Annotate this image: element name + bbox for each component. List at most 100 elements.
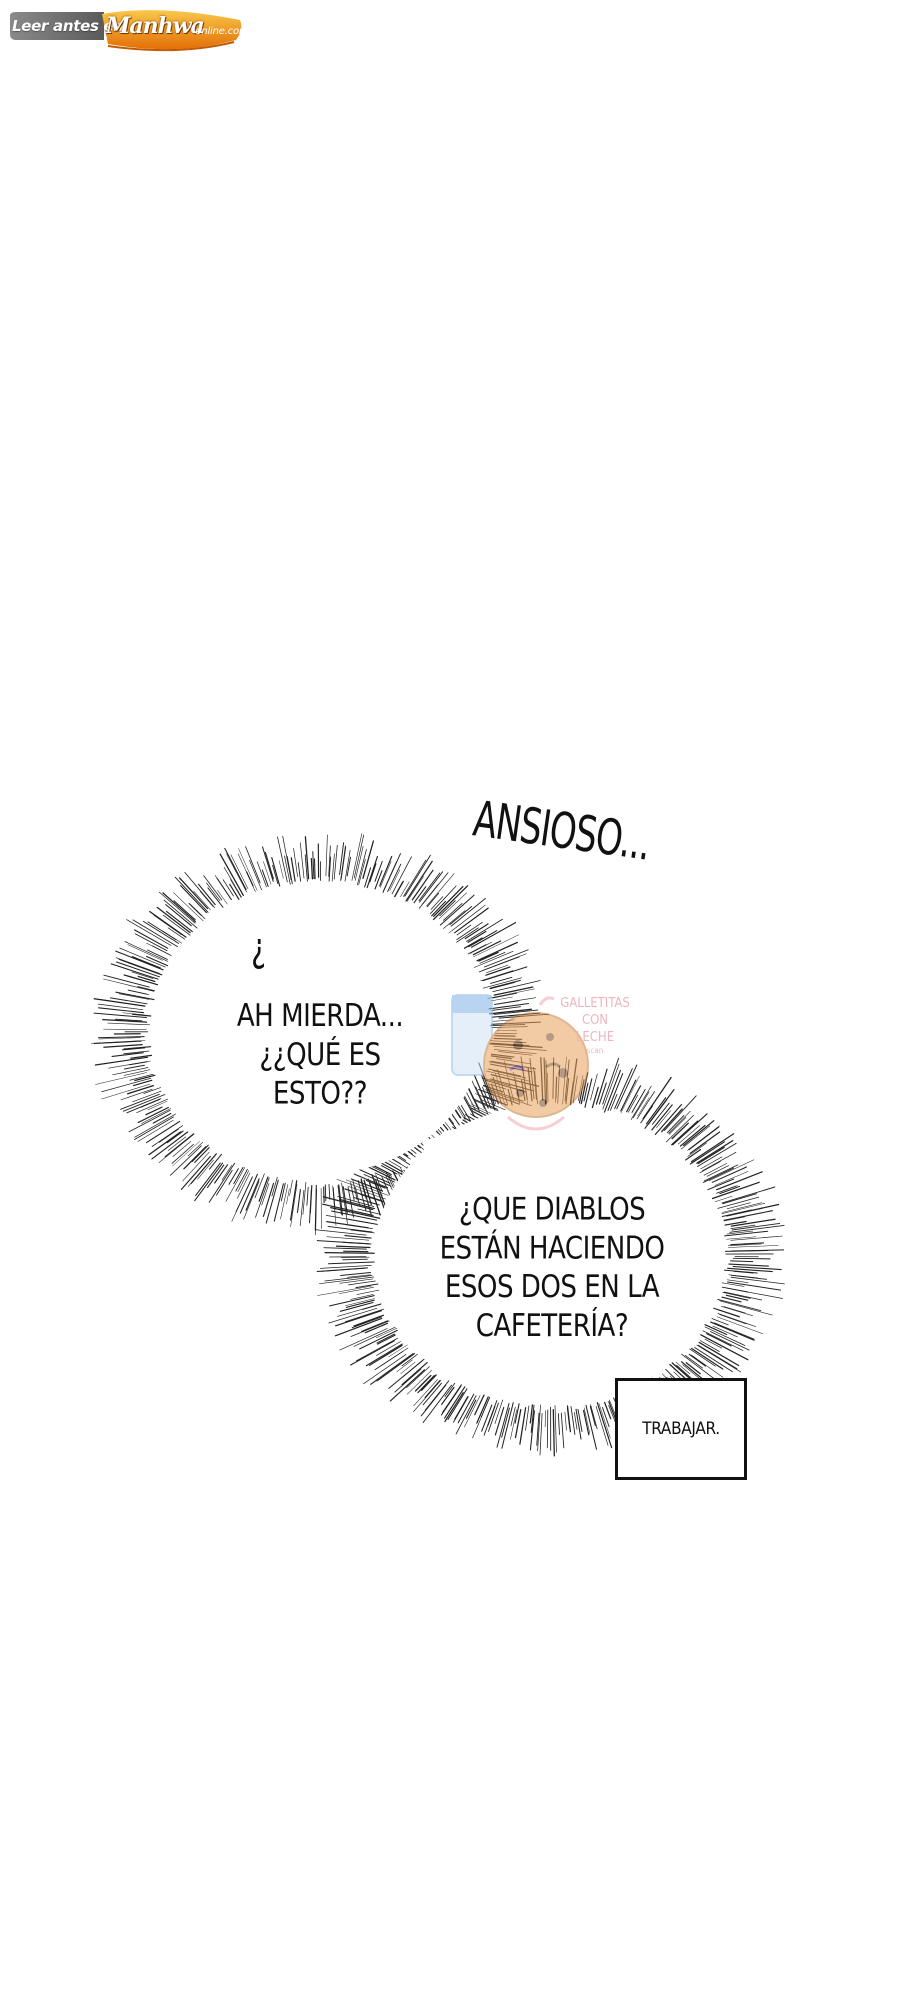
hatch-stroke [163, 899, 198, 929]
hatch-stroke [190, 904, 206, 920]
speech-line: AH MIERDA... [236, 996, 404, 1034]
hatch-stroke [726, 1230, 754, 1235]
hatch-stroke [164, 1133, 195, 1158]
hatch-stroke [320, 1265, 372, 1269]
hatch-stroke [456, 927, 479, 943]
hatch-stroke [589, 1406, 596, 1427]
hatch-stroke [137, 1119, 174, 1142]
hatch-stroke [334, 1317, 383, 1337]
hatch-stroke [442, 1384, 462, 1413]
hatch-stroke [671, 1122, 689, 1140]
hatch-stroke [356, 1337, 398, 1362]
scanlator-watermark: GALLETITAS CON LECHE scan [448, 965, 638, 1145]
hatch-stroke [707, 1178, 735, 1191]
hatch-stroke [134, 933, 168, 952]
hatch-stroke [219, 853, 244, 896]
hatch-stroke [207, 887, 224, 908]
hatch-stroke [368, 1178, 380, 1213]
hatch-stroke [426, 892, 440, 908]
banner-brand-text: Manhwa [106, 13, 205, 39]
hatch-stroke [490, 976, 513, 984]
hatch-stroke [229, 883, 240, 900]
hatch-stroke [258, 1176, 269, 1202]
hatch-stroke [494, 1000, 520, 1005]
hatch-stroke [223, 866, 242, 898]
hatch-stroke [514, 1403, 520, 1424]
hatch-stroke [313, 858, 316, 880]
hatch-stroke [277, 836, 288, 883]
hatch-stroke [374, 861, 383, 882]
hatch-stroke [365, 1343, 403, 1367]
hatch-stroke [167, 927, 186, 940]
hatch-stroke [483, 1400, 498, 1436]
hatch-stroke [108, 1060, 151, 1069]
hatch-stroke [704, 1326, 746, 1346]
hatch-stroke [237, 1170, 250, 1192]
hatch-stroke [596, 1402, 613, 1449]
hatch-stroke [400, 1361, 416, 1374]
hatch-stroke [642, 1076, 672, 1120]
banner-background [10, 10, 242, 52]
hatch-stroke [474, 1394, 485, 1416]
hatch-stroke [230, 854, 249, 889]
hatch-stroke [620, 1079, 637, 1112]
hatch-stroke [391, 856, 412, 895]
hatch-stroke [711, 1318, 729, 1326]
hatch-stroke [488, 1003, 530, 1010]
hatch-stroke [103, 1028, 147, 1030]
hatch-stroke [173, 900, 196, 921]
hatch-stroke [727, 1287, 783, 1299]
hatch-stroke [387, 863, 402, 893]
hatch-stroke [689, 1348, 716, 1367]
hatch-stroke [172, 1140, 192, 1157]
hatch-stroke [554, 1405, 557, 1453]
hatch-stroke [514, 1408, 522, 1439]
hatch-stroke [566, 1407, 571, 1429]
hatch-stroke [128, 1109, 171, 1133]
hatch-stroke [488, 1402, 499, 1432]
hatch-stroke [716, 1185, 738, 1194]
hatch-stroke [350, 1294, 374, 1300]
hatch-stroke [261, 1183, 270, 1206]
hatch-stroke [358, 859, 366, 885]
hatch-stroke [357, 849, 367, 886]
hatch-stroke [729, 1224, 785, 1233]
watermark-line: LECHE [575, 1030, 615, 1045]
hatch-stroke [456, 924, 472, 936]
hatch-stroke [719, 1300, 773, 1316]
hatch-stroke [463, 937, 483, 949]
hatch-stroke [697, 1142, 737, 1167]
hatch-stroke [97, 1003, 144, 1011]
hatch-stroke [460, 1105, 472, 1122]
hatch-stroke [494, 1406, 505, 1436]
hatch-stroke [491, 1006, 521, 1011]
hatch-stroke [687, 1142, 707, 1157]
site-banner[interactable]: Leer antes en Manhwa -online.com [8, 10, 249, 54]
hatch-stroke [552, 1409, 555, 1457]
hatch-stroke [488, 1008, 532, 1015]
hatch-stroke [352, 1180, 358, 1201]
hatch-stroke [353, 1326, 396, 1347]
hatch-stroke [293, 848, 298, 878]
hatch-stroke [145, 1120, 181, 1144]
hatch-stroke [714, 1195, 733, 1202]
hatch-stroke [350, 1229, 375, 1234]
hatch-stroke [249, 859, 262, 891]
hatch-stroke [489, 981, 516, 990]
speech-line: CAFETERÍA? [475, 1306, 629, 1344]
hatch-stroke [254, 1173, 265, 1199]
hatch-stroke [603, 1401, 612, 1420]
hatch-stroke [151, 1131, 189, 1160]
hatch-stroke [614, 1068, 633, 1110]
hatch-stroke [689, 1131, 721, 1154]
hatch-stroke [137, 975, 156, 983]
hatch-stroke [449, 906, 473, 926]
hatch-stroke [324, 1251, 375, 1254]
hatch-stroke [481, 1404, 493, 1432]
hatch-stroke [271, 857, 281, 887]
hatch-stroke [728, 1263, 769, 1267]
hatch-stroke [162, 892, 197, 923]
hatch-stroke [351, 833, 363, 881]
hatch-stroke [396, 1359, 413, 1373]
hatch-stroke [584, 1078, 593, 1108]
